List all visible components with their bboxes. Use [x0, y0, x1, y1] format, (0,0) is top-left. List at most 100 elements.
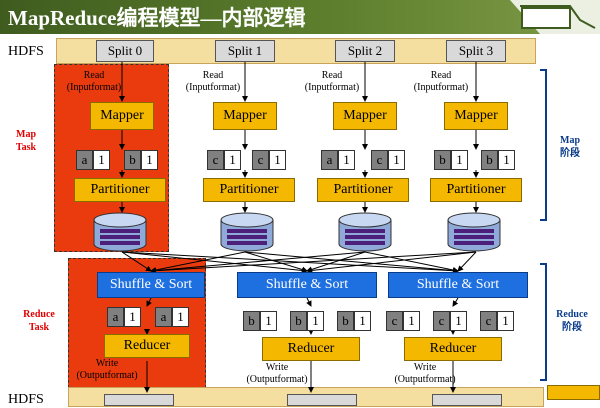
red1-val-0: 1	[260, 311, 277, 331]
reduce-stage-line1: Reduce	[556, 309, 588, 320]
partitioner-0: Partitioner	[74, 178, 166, 202]
read-format-text: (Inputformat)	[304, 82, 360, 93]
red2-val-2: 1	[497, 311, 514, 331]
map0-key-1: b	[124, 150, 141, 170]
shuffle-wire-3-1	[306, 251, 477, 274]
corner-tag	[547, 385, 600, 400]
write-format-text: (Outputformat)	[246, 374, 308, 385]
red0-key-0: a	[107, 307, 124, 327]
read-label-1: Read(Inputformat)	[173, 70, 253, 94]
title-bar	[0, 0, 600, 34]
partitioner-2: Partitioner	[317, 178, 409, 202]
read-text: Read	[83, 70, 105, 81]
mapper-1: Mapper	[213, 102, 277, 130]
disk-icon-0	[93, 212, 147, 252]
reducer-1: Reducer	[262, 337, 360, 361]
read-text: Read	[321, 70, 343, 81]
split-3: Split 3	[446, 40, 506, 62]
mapper-0: Mapper	[90, 102, 154, 130]
map-stage-line1: Map	[560, 135, 580, 146]
map3-val-1: 1	[498, 150, 515, 170]
red1-key-1: b	[290, 311, 307, 331]
map2-val-1: 1	[388, 150, 405, 170]
map0-key-0: a	[76, 150, 93, 170]
reduce-stage-bracket	[540, 263, 547, 381]
red0-val-1: 1	[172, 307, 189, 327]
map1-val-1: 1	[269, 150, 286, 170]
red1-key-0: b	[243, 311, 260, 331]
shuffle-wire-2-1	[306, 251, 366, 273]
mapper-3: Mapper	[444, 102, 508, 130]
shuffle-wire-2-2	[364, 251, 459, 273]
shuffle-wire-3-2	[457, 251, 477, 272]
red2-val-1: 1	[450, 311, 467, 331]
red0-val-0: 1	[124, 307, 141, 327]
output-part-1	[287, 394, 357, 406]
write-text: Write	[413, 362, 437, 373]
map-stage-bracket	[540, 69, 547, 221]
arrow-shuffle-to-pairs-1	[306, 297, 312, 307]
arrow-shuffle-to-pairs-2	[452, 297, 459, 307]
shuffle-sort-1: Shuffle & Sort	[237, 272, 377, 298]
shuffle-wire-1-2	[244, 251, 459, 274]
write-text: Write	[95, 358, 119, 369]
reduce-task-line1: Reduce	[23, 309, 55, 320]
write-label-0: Write(Outputformat)	[68, 358, 146, 382]
write-label-2: Write(Outputformat)	[386, 362, 464, 386]
map3-key-1: b	[481, 150, 498, 170]
map2-key-0: a	[321, 150, 338, 170]
shuffle-wire-1-1	[244, 251, 308, 273]
red1-key-2: b	[337, 311, 354, 331]
red0-key-1: a	[155, 307, 172, 327]
map3-val-0: 1	[451, 150, 468, 170]
red1-val-1: 1	[307, 311, 324, 331]
partitioner-1: Partitioner	[203, 178, 295, 202]
map-stage-label: Map 阶段	[550, 134, 590, 160]
map-task-line2: Task	[15, 142, 37, 153]
write-format-text: (Outputformat)	[394, 374, 456, 385]
map2-val-0: 1	[338, 150, 355, 170]
red1-val-2: 1	[354, 311, 371, 331]
disk-icon-1	[220, 212, 274, 252]
read-format-text: (Inputformat)	[66, 82, 122, 93]
output-part-0	[104, 394, 174, 406]
write-label-1: Write(Outputformat)	[238, 362, 316, 386]
red2-key-1: c	[433, 311, 450, 331]
mapper-2: Mapper	[333, 102, 397, 130]
page-title: MapReduce编程模型—内部逻辑	[8, 6, 306, 30]
map0-val-1: 1	[141, 150, 158, 170]
split-0: Split 0	[96, 40, 154, 62]
map1-key-1: c	[252, 150, 269, 170]
partitioner-3: Partitioner	[430, 178, 522, 202]
read-format-text: (Inputformat)	[185, 82, 241, 93]
map1-val-0: 1	[224, 150, 241, 170]
read-format-text: (Inputformat)	[413, 82, 469, 93]
red2-key-0: c	[386, 311, 403, 331]
hdfs-top-label: HDFS	[8, 44, 44, 59]
write-format-text: (Outputformat)	[76, 370, 138, 381]
map-task-line1: Map	[16, 129, 36, 140]
disk-icon-2	[338, 212, 392, 252]
logo-graphic	[510, 0, 600, 34]
reduce-task-line2: Task	[28, 322, 50, 333]
write-text: Write	[265, 362, 289, 373]
map1-key-0: c	[207, 150, 224, 170]
map-stage-line2: 阶段	[560, 148, 580, 159]
map0-val-0: 1	[93, 150, 110, 170]
read-label-3: Read(Inputformat)	[401, 70, 481, 94]
red2-key-2: c	[480, 311, 497, 331]
map3-key-0: b	[434, 150, 451, 170]
split-1: Split 1	[215, 40, 275, 62]
read-label-0: Read(Inputformat)	[54, 70, 134, 94]
reducer-0: Reducer	[104, 334, 190, 358]
shuffle-sort-0: Shuffle & Sort	[97, 272, 205, 298]
disk-icon-3	[447, 212, 501, 252]
read-text: Read	[430, 70, 452, 81]
shuffle-sort-2: Shuffle & Sort	[388, 272, 528, 298]
output-part-2	[432, 394, 502, 406]
read-text: Read	[202, 70, 224, 81]
hdfs-bottom-label: HDFS	[8, 392, 44, 407]
